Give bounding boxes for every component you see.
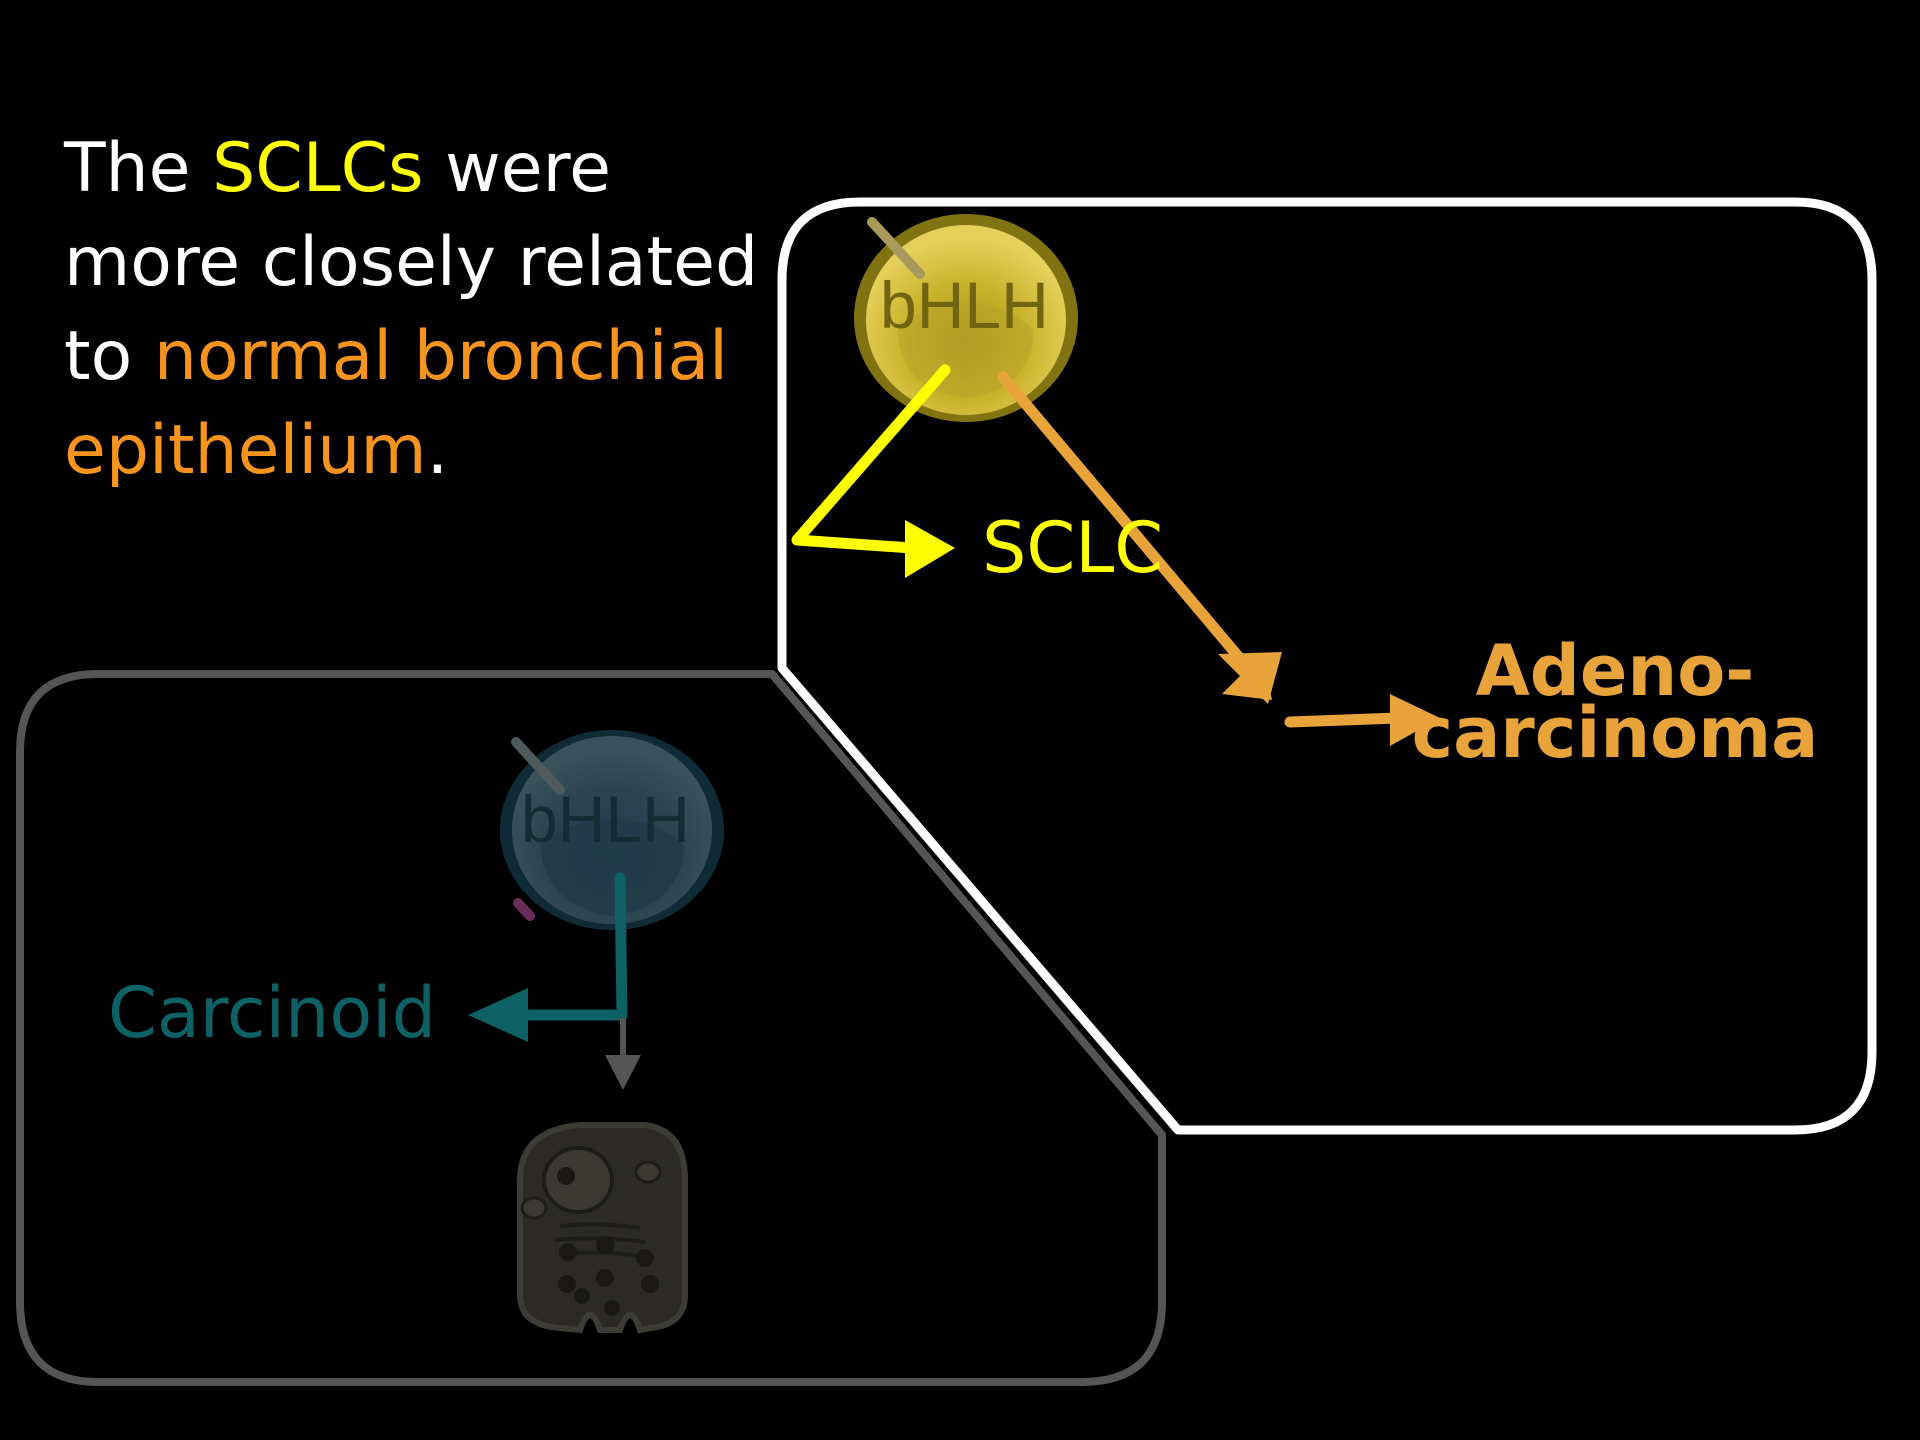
neuroendocrine-cell-icon xyxy=(517,1122,688,1334)
bhlh-cell-yellow-icon xyxy=(854,214,1078,422)
adeno-diagonal-arrow xyxy=(997,371,1282,704)
headline-line-2: more closely related xyxy=(64,223,759,302)
neuroendocrine-arrow xyxy=(605,1018,641,1090)
headline-word-to: to xyxy=(64,317,133,396)
adenocarcinoma-label-line-1: Adeno- xyxy=(1475,630,1755,712)
headline-word-were: were xyxy=(445,129,611,208)
bhlh-cell-teal-icon xyxy=(500,730,724,930)
carcinoid-lineage-box xyxy=(16,670,1166,1386)
headline-sclcs: SCLCs xyxy=(212,129,424,208)
headline-word-the: The xyxy=(64,129,191,208)
headline-epithelium: epithelium xyxy=(64,411,427,490)
headline-line-4: epithelium. xyxy=(64,404,764,498)
headline-period: . xyxy=(426,411,449,490)
adenocarcinoma-label: Adeno- carcinoma xyxy=(1400,630,1830,774)
sclc-label: SCLC xyxy=(982,507,1164,589)
headline: The SCLCs were more closely related to n… xyxy=(64,122,764,498)
carcinoid-cell-bhlh-label: bHLH xyxy=(521,782,690,856)
sclc-lineage-box xyxy=(777,197,1877,1135)
adenocarcinoma-label-line-2: carcinoma xyxy=(1411,692,1819,774)
carcinoid-arrow xyxy=(468,872,628,1042)
carcinoid-label: Carcinoid xyxy=(108,972,437,1054)
adeno-horizontal-arrow xyxy=(1284,694,1440,746)
sclc-arrow xyxy=(791,364,955,578)
headline-line-3: to normal bronchial xyxy=(64,310,764,404)
sclc-cell-bhlh-label: bHLH xyxy=(880,268,1049,342)
headline-line-1: The SCLCs were xyxy=(64,122,764,216)
headline-normal-bronchial: normal bronchial xyxy=(153,317,729,396)
